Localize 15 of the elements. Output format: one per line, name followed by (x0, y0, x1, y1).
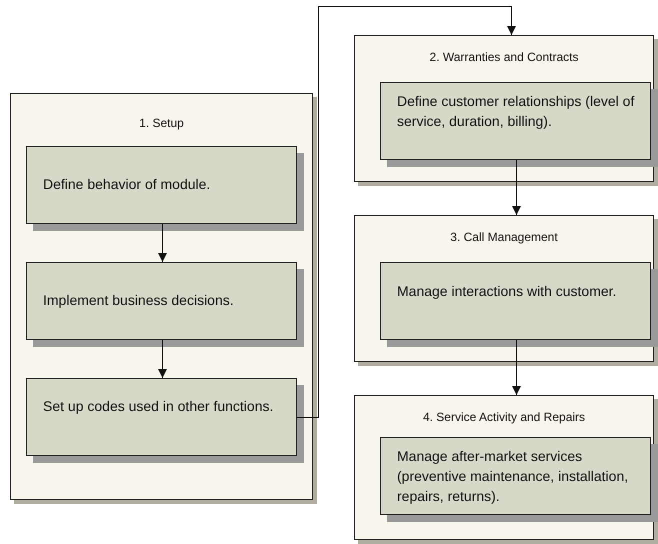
step-text: Define customer relationships (level of service, duration, billing). (397, 92, 636, 131)
step-text: Manage interactions with customer. (397, 282, 618, 301)
stage-title: 3. Call Management (449, 230, 559, 244)
stage-title: 4. Service Activity and Repairs (422, 410, 586, 424)
step-text: Set up codes used in other functions. (43, 397, 274, 416)
step-text: Manage after-market services (preventive maintenance, installation, repairs, returns). (397, 447, 630, 506)
step-text: Implement business decisions. (43, 291, 235, 310)
arrow (158, 340, 167, 378)
step-text: Define behavior of module. (43, 175, 212, 194)
arrow (158, 224, 167, 262)
stage-title: 1. Setup (138, 116, 185, 130)
stage-title: 2. Warranties and Contracts (428, 50, 580, 64)
arrow (512, 160, 521, 216)
arrow (296, 6, 516, 418)
arrow (512, 340, 521, 396)
